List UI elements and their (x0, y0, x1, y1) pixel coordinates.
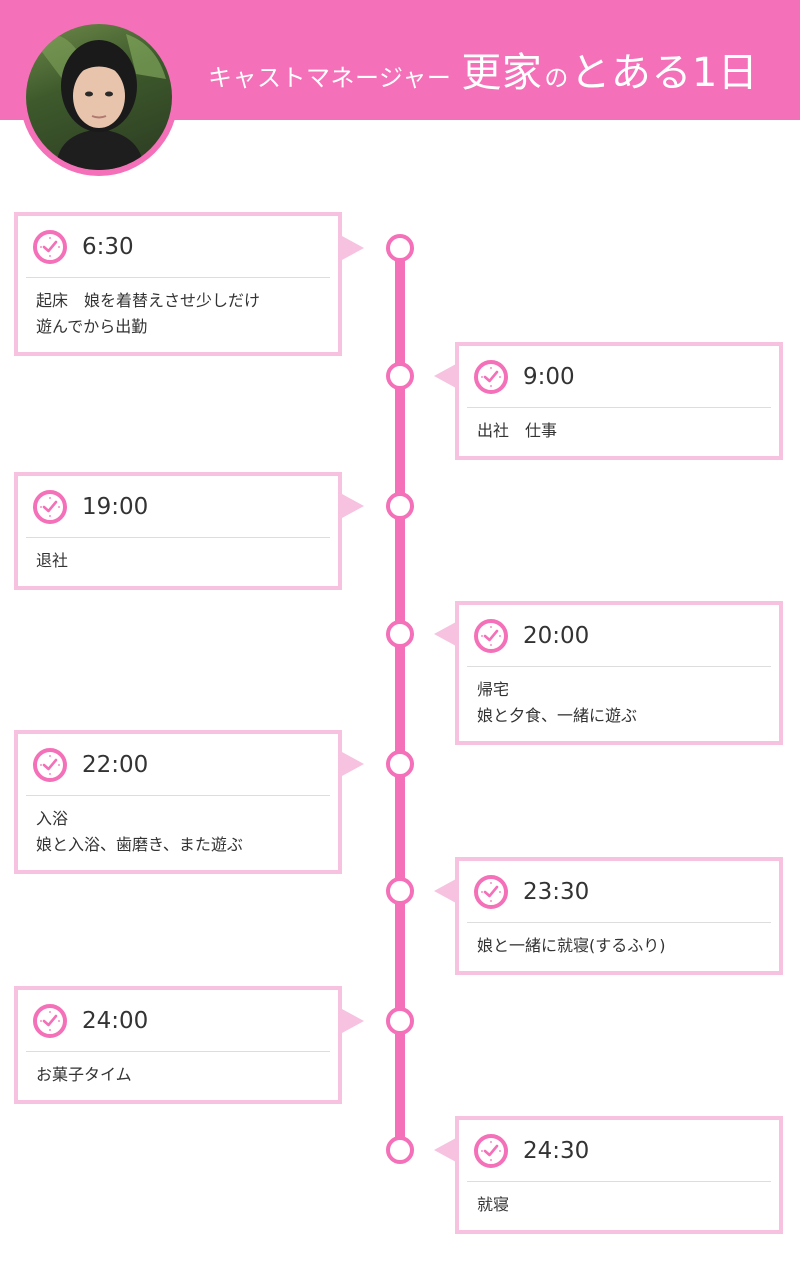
event-description: 退社 (26, 538, 330, 586)
card-pointer-arrow (434, 1138, 456, 1162)
timeline-node (386, 877, 414, 905)
event-time: 23:30 (523, 878, 590, 905)
card-header: 20:00 (467, 605, 771, 667)
avatar-photo (26, 24, 172, 170)
event-description-line: お菓子タイム (36, 1065, 132, 1084)
event-time: 24:00 (82, 1007, 149, 1034)
event-time: 9:00 (523, 363, 575, 390)
card-header: 23:30 (467, 861, 771, 923)
clock-icon (473, 359, 509, 395)
event-description-line: 娘と夕食、一緒に遊ぶ (477, 706, 638, 725)
clock-icon (32, 1003, 68, 1039)
event-description-line: 娘と一緒に就寝(するふり) (477, 936, 666, 955)
title-particle: の (544, 64, 569, 92)
card-pointer-arrow (434, 622, 456, 646)
event-time: 24:30 (523, 1137, 590, 1164)
clock-icon (473, 618, 509, 654)
event-description-line: 起床 娘を着替えさせ少しだけ (36, 291, 261, 310)
timeline-node (386, 1007, 414, 1035)
card-pointer-arrow (342, 236, 364, 260)
title-name: 更家 (461, 50, 543, 96)
event-description-line: 遊んでから出勤 (36, 317, 148, 336)
timeline-node (386, 492, 414, 520)
card-header: 24:00 (26, 990, 330, 1052)
timeline-node (386, 234, 414, 262)
event-time: 20:00 (523, 622, 590, 649)
timeline-node (386, 1136, 414, 1164)
event-description: 入浴娘と入浴、歯磨き、また遊ぶ (26, 796, 330, 870)
card-pointer-arrow (342, 1009, 364, 1033)
timeline-card: 9:00 出社 仕事 (455, 342, 783, 460)
timeline-line (395, 248, 405, 1150)
event-description: 出社 仕事 (467, 408, 771, 456)
event-description: お菓子タイム (26, 1052, 330, 1100)
page-title: キャストマネージャー 更家 の とある1日 (208, 40, 758, 96)
event-description: 娘と一緒に就寝(するふり) (467, 923, 771, 971)
timeline-card: 20:00 帰宅娘と夕食、一緒に遊ぶ (455, 601, 783, 745)
event-description-line: 就寝 (477, 1195, 510, 1214)
event-description-line: 娘と入浴、歯磨き、また遊ぶ (36, 835, 243, 854)
clock-icon (32, 229, 68, 265)
avatar (20, 18, 178, 176)
title-role: キャストマネージャー (208, 64, 452, 92)
event-description: 就寝 (467, 1182, 771, 1230)
card-header: 19:00 (26, 476, 330, 538)
timeline-card: 24:00 お菓子タイム (14, 986, 342, 1104)
clock-icon (473, 874, 509, 910)
event-time: 6:30 (82, 233, 134, 260)
event-description-line: 帰宅 (477, 680, 510, 699)
timeline-node (386, 750, 414, 778)
timeline-card: 19:00 退社 (14, 472, 342, 590)
clock-icon (32, 489, 68, 525)
event-description: 帰宅娘と夕食、一緒に遊ぶ (467, 667, 771, 741)
timeline-card: 6:30 起床 娘を着替えさせ少しだけ遊んでから出勤 (14, 212, 342, 356)
clock-icon (32, 747, 68, 783)
card-pointer-arrow (342, 494, 364, 518)
card-pointer-arrow (434, 879, 456, 903)
timeline-card: 24:30 就寝 (455, 1116, 783, 1234)
card-header: 22:00 (26, 734, 330, 796)
timeline-card: 22:00 入浴娘と入浴、歯磨き、また遊ぶ (14, 730, 342, 874)
card-pointer-arrow (434, 364, 456, 388)
event-description-line: 出社 仕事 (477, 421, 558, 440)
timeline-node (386, 620, 414, 648)
clock-icon (473, 1133, 509, 1169)
card-pointer-arrow (342, 752, 364, 776)
card-header: 6:30 (26, 216, 330, 278)
event-description-line: 入浴 (36, 809, 69, 828)
card-header: 9:00 (467, 346, 771, 408)
timeline-node (386, 362, 414, 390)
event-time: 22:00 (82, 751, 149, 778)
card-header: 24:30 (467, 1120, 771, 1182)
event-description-line: 退社 (36, 551, 69, 570)
portrait-image (36, 34, 166, 170)
timeline-card: 23:30 娘と一緒に就寝(するふり) (455, 857, 783, 975)
event-time: 19:00 (82, 493, 149, 520)
event-description: 起床 娘を着替えさせ少しだけ遊んでから出勤 (26, 278, 330, 352)
title-rest: とある1日 (570, 50, 759, 96)
